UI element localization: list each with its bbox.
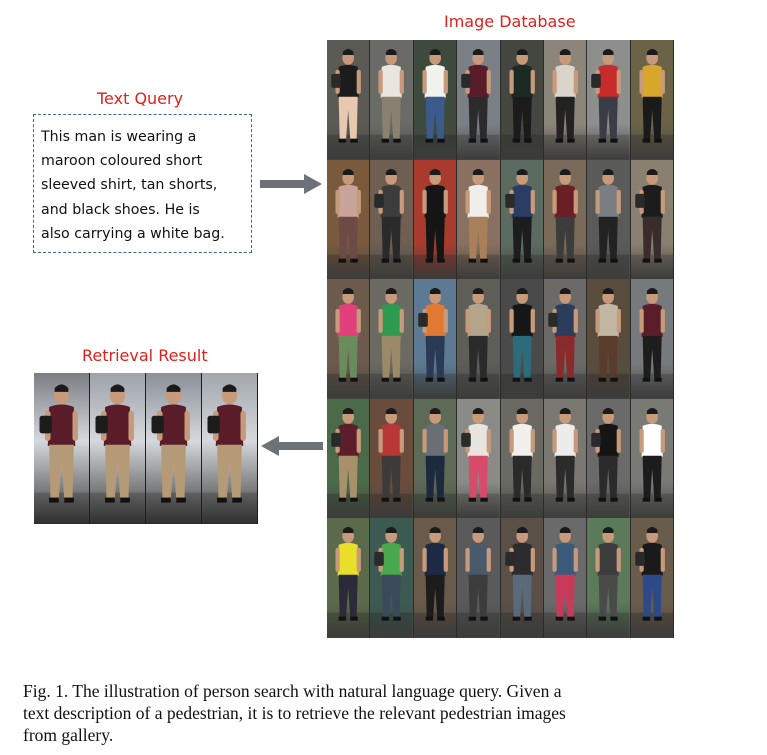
retrieval-result-label: Retrieval Result xyxy=(82,346,208,365)
gallery-image xyxy=(413,518,458,638)
gallery-image xyxy=(413,279,458,399)
arrow-right-icon xyxy=(260,174,322,194)
gallery-image xyxy=(630,279,674,399)
query-line: This man is wearing a xyxy=(41,129,197,145)
arrow-left-icon xyxy=(261,436,323,456)
gallery-image xyxy=(587,279,631,399)
gallery-image xyxy=(543,159,588,280)
gallery-image xyxy=(370,398,414,519)
gallery-image xyxy=(327,279,371,399)
gallery-image xyxy=(587,40,631,160)
text-query-box: This man is wearing a maroon coloured sh… xyxy=(33,114,252,253)
gallery-image xyxy=(500,518,544,638)
retrieval-result-images xyxy=(34,373,258,524)
query-text: This man is wearing a maroon coloured sh… xyxy=(41,125,247,246)
image-database-label: Image Database xyxy=(444,12,576,31)
gallery-image xyxy=(587,159,631,280)
gallery-image xyxy=(457,518,501,638)
gallery-image xyxy=(370,518,414,638)
query-line: maroon coloured short xyxy=(41,153,203,170)
gallery-image xyxy=(543,40,588,160)
gallery-image xyxy=(630,398,674,519)
gallery-image xyxy=(327,159,371,280)
result-image xyxy=(90,373,146,524)
caption-line: Fig. 1. The illustration of person searc… xyxy=(23,681,562,701)
result-image xyxy=(34,373,90,524)
result-image xyxy=(202,373,258,524)
figure: Image Database Text Query Retrieval Resu… xyxy=(33,12,674,638)
image-database-gallery xyxy=(327,40,674,638)
gallery-image xyxy=(327,40,371,160)
gallery-image xyxy=(587,518,631,638)
gallery-image xyxy=(500,159,544,280)
gallery-image xyxy=(457,279,501,399)
gallery-image xyxy=(630,518,674,638)
gallery-image xyxy=(370,159,414,280)
gallery-image xyxy=(500,398,544,519)
gallery-image xyxy=(370,40,414,160)
gallery-image xyxy=(457,40,501,160)
gallery-image xyxy=(630,159,674,280)
gallery-image xyxy=(457,159,501,280)
gallery-image xyxy=(587,398,631,519)
query-line: also carrying a white bag. xyxy=(41,225,225,242)
text-query-label: Text Query xyxy=(97,89,184,108)
result-image xyxy=(146,373,202,524)
gallery-image xyxy=(630,40,674,160)
gallery-image xyxy=(457,398,501,519)
gallery-image xyxy=(543,518,588,638)
gallery-image xyxy=(370,279,414,399)
gallery-image xyxy=(543,279,588,399)
gallery-image xyxy=(327,518,371,638)
gallery-image xyxy=(543,398,588,519)
query-line: sleeved shirt, tan shorts, xyxy=(41,177,218,194)
figure-caption: Fig. 1. The illustration of person searc… xyxy=(23,680,748,746)
caption-line: text description of a pedestrian, it is … xyxy=(23,703,566,723)
gallery-image xyxy=(500,40,544,160)
query-line: and black shoes. He is xyxy=(41,201,200,218)
gallery-image xyxy=(413,159,458,280)
caption-line: from gallery. xyxy=(23,725,114,745)
gallery-image xyxy=(413,398,458,519)
gallery-image xyxy=(500,279,544,399)
gallery-image xyxy=(413,40,458,160)
gallery-image xyxy=(327,398,371,519)
